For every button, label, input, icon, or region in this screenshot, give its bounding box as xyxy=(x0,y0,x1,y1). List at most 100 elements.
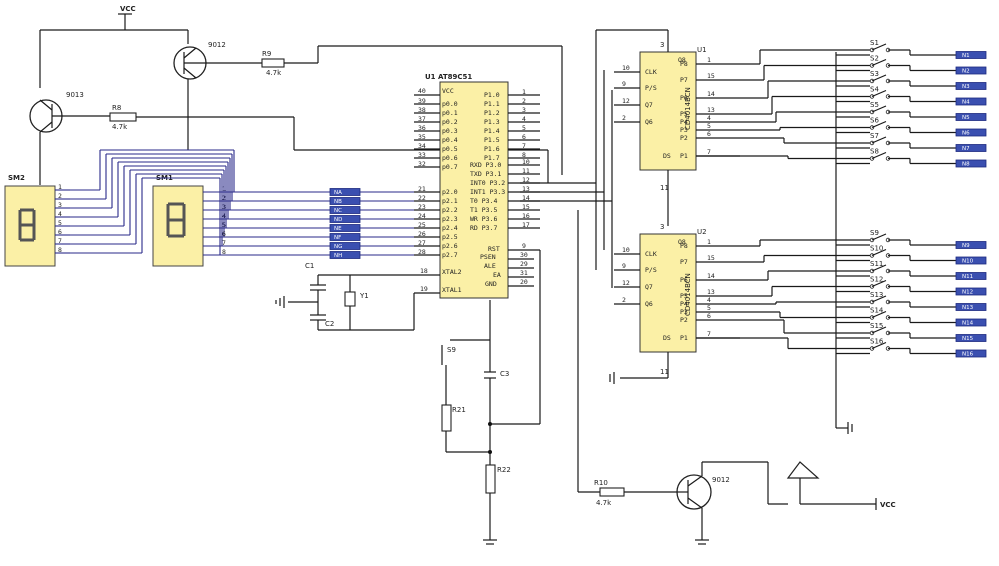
bottom-net-tag xyxy=(955,287,987,296)
transistor-top: 9012 xyxy=(173,41,262,150)
mcu-pin-p3-name: TXD P3.1 xyxy=(470,170,501,178)
sr1-part: CD4014BCN xyxy=(684,87,692,130)
sr1-right-label: P8 xyxy=(680,60,688,68)
mcu-pin-p1-num: 2 xyxy=(522,97,526,105)
bus-net-tag-label: NF xyxy=(334,235,341,241)
top-net-tag xyxy=(955,113,987,121)
mcu-pin-p1-name: P1.0 xyxy=(484,91,500,99)
mcu-pin-p0-name: p0.1 xyxy=(442,109,458,117)
display-sm2-pin: 4 xyxy=(58,210,62,218)
sr2-ds-label: DS xyxy=(663,334,671,342)
sr1-left-pin: 10 xyxy=(622,64,630,72)
bottom-switch-label: S10 xyxy=(870,245,883,253)
shift-register-u1: U1 CD4014BCN 3 11 xyxy=(639,30,707,226)
sr1-right-label: P6 xyxy=(680,94,688,102)
bottom-net-tag-label: N10 xyxy=(962,259,974,265)
mcu-pin-30: 30 xyxy=(520,251,528,259)
sr1-q8-label: Q8 xyxy=(678,56,686,64)
sr1-left-label: CLK xyxy=(645,68,657,76)
mcu-pin-p2-num: 26 xyxy=(418,230,426,238)
display-sm2-pin: 5 xyxy=(58,219,62,227)
display-sm1-pin: 8 xyxy=(222,248,226,256)
bottom-net-tag xyxy=(955,334,987,342)
display-sm1-pin: 6 xyxy=(222,230,226,238)
sr2-left-label: P/S xyxy=(645,266,657,274)
mcu-pin-p0-num: 34 xyxy=(418,142,426,150)
switch-common-ground xyxy=(835,52,853,434)
bottom-switch-label: S15 xyxy=(870,322,883,330)
mcu-pin-p1-name: P1.4 xyxy=(484,127,500,135)
mcu-pin-p3-name: T0 P3.4 xyxy=(470,197,497,205)
top-net-tag-label: N4 xyxy=(962,100,970,106)
bus-net-tag-label: NC xyxy=(334,208,342,214)
bottom-net-tag xyxy=(955,349,987,358)
mcu-pin-p1-num: 8 xyxy=(522,151,526,159)
mcu-pin-p3-name: RXD P3.0 xyxy=(470,161,501,169)
top-switch-label: S1 xyxy=(870,39,879,47)
sr1-ds-label: DS xyxy=(663,152,671,160)
mcu-pin-p1-num: 3 xyxy=(522,106,526,114)
sr2-left-label: Q7 xyxy=(645,283,653,291)
mcu-pin-p0-num: 36 xyxy=(418,124,426,132)
mcu-label: U1 AT89C51 xyxy=(425,73,472,81)
sr2-left-label: Q6 xyxy=(645,300,653,308)
r8-value: 4.7k xyxy=(112,123,128,131)
sr1-right-pin: 4 xyxy=(707,114,711,122)
sr2-right-pin: 7 xyxy=(707,330,711,338)
mcu-pin-p1-num: 4 xyxy=(522,115,526,123)
mcu-pin-p0-num: 32 xyxy=(418,160,426,168)
bus-net-tag xyxy=(329,242,361,250)
c1-label: C1 xyxy=(305,262,314,270)
r22-label: R22 xyxy=(497,466,511,474)
bottom-switch-label: S9 xyxy=(870,229,879,237)
top-net-tag xyxy=(955,128,987,137)
sr2-left-pin: 10 xyxy=(622,246,630,254)
mcu-pin-29: 29 xyxy=(520,260,528,268)
sr1-left-label: Q6 xyxy=(645,118,653,126)
sr1-label: U1 xyxy=(697,46,707,54)
sr2-pin-11: 11 xyxy=(660,368,669,376)
mcu-pin-p3-num: 15 xyxy=(522,203,530,211)
sr1-right-pin: 5 xyxy=(707,122,711,130)
bus-net-tag xyxy=(329,215,361,223)
bottom-net-tag-label: N9 xyxy=(962,243,970,249)
sr2-part: CD4014BCN xyxy=(684,273,692,316)
mcu-pin-p3-name: RD P3.7 xyxy=(470,224,497,232)
mcu-pin-p0-num: 39 xyxy=(418,97,426,105)
mcu-pin-p0-name: p0.7 xyxy=(442,163,458,171)
vcc-top-label: VCC xyxy=(120,5,136,13)
reset-circuit: S9 C3 R21 R22 xyxy=(441,250,541,545)
mcu-xtal1-label: XTAL1 xyxy=(442,286,462,294)
bottom-switch-label: S13 xyxy=(870,291,883,299)
resistor-r9: R9 4.7k xyxy=(261,45,563,175)
bottom-net-tag xyxy=(955,318,987,327)
top-net-tag xyxy=(955,97,987,106)
mcu-ea-label: EA xyxy=(493,271,501,279)
mcu-vcc-label: VCC xyxy=(442,87,454,95)
mcu-pin-p3-num: 11 xyxy=(522,167,530,175)
top-switch-label: S4 xyxy=(870,86,879,94)
shift-register-u2: U2 CD4014BCN 3 11 xyxy=(609,223,707,384)
sr1-left-label: Q7 xyxy=(645,101,653,109)
mcu-pin-p1-num: 6 xyxy=(522,133,526,141)
sr2-left-pin: 12 xyxy=(622,279,630,287)
mcu-pin-p2-name: p2.7 xyxy=(442,251,458,259)
top-net-tag-label: N7 xyxy=(962,146,970,152)
sr2-right-label: P5 xyxy=(680,292,688,300)
mcu-pin-p2-num: 25 xyxy=(418,221,426,229)
mcu-pin-p3-name: INT1 P3.3 xyxy=(470,188,505,196)
bottom-net-tag-label: N12 xyxy=(962,290,973,296)
mcu-pin-p2-name: p2.5 xyxy=(442,233,458,241)
c3-label: C3 xyxy=(500,370,509,378)
mcu-pin-p0-name: p0.5 xyxy=(442,145,458,153)
bus-net-tag xyxy=(329,251,361,259)
mcu-pin-p2-num: 23 xyxy=(418,203,426,211)
display-sm2-label: SM2 xyxy=(8,174,25,182)
transistor-top-label: 9012 xyxy=(208,41,226,49)
top-net-tag xyxy=(955,159,987,168)
top-net-tag-label: N1 xyxy=(962,53,970,59)
bus-net-tag-label: NB xyxy=(334,199,342,205)
bottom-switch-label: S12 xyxy=(870,276,883,284)
